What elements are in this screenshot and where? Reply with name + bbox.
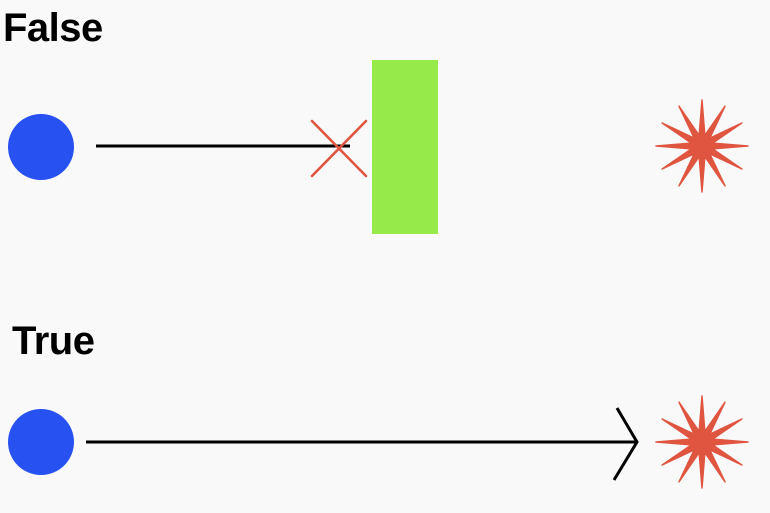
blocked-panel bbox=[8, 60, 749, 234]
arrow-head-icon bbox=[612, 407, 639, 481]
blocked-cross-icon bbox=[310, 119, 368, 178]
star-burst-shape bbox=[655, 99, 749, 193]
true-label: True bbox=[12, 319, 95, 363]
star-burst-shape bbox=[655, 395, 749, 489]
source-circle bbox=[8, 114, 74, 180]
source-circle bbox=[8, 409, 74, 475]
target-star-icon bbox=[655, 99, 749, 193]
target-star-icon bbox=[655, 395, 749, 489]
blocker-rect bbox=[372, 60, 438, 234]
clear-panel bbox=[8, 395, 749, 489]
false-label: False bbox=[3, 6, 103, 50]
